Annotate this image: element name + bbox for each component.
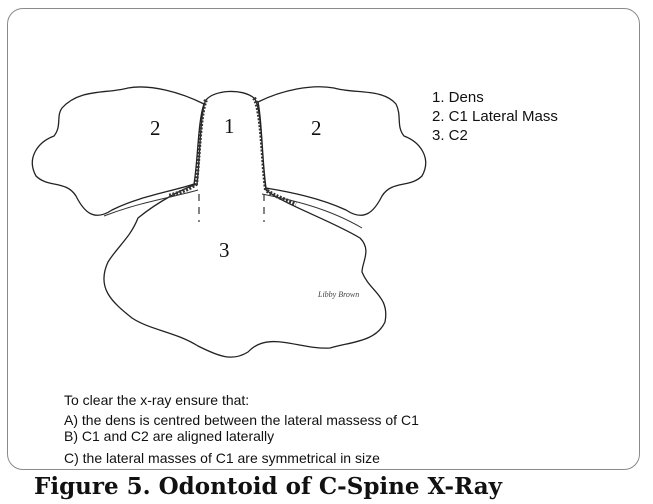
instructions-intro: To clear the x-ray ensure that: (64, 392, 419, 408)
clearance-instructions: To clear the x-ray ensure that: A) the d… (64, 392, 419, 466)
instruction-item-a: A) the dens is centred between the later… (64, 412, 419, 428)
legend-item-c1-lateral-mass: 2. C1 Lateral Mass (432, 107, 558, 126)
legend-item-c2: 3. C2 (432, 126, 558, 145)
label-left-lateral-mass: 2 (150, 116, 161, 140)
instruction-item-b: B) C1 and C2 are aligned laterally (64, 428, 419, 444)
c1-left-lateral-mass-outline (32, 87, 204, 215)
diagram-legend: 1. Dens 2. C1 Lateral Mass 3. C2 (432, 88, 558, 145)
label-dens: 1 (224, 114, 235, 138)
label-right-lateral-mass: 2 (311, 116, 322, 140)
c1-right-lateral-mass-outline (258, 87, 426, 216)
label-c2: 3 (219, 238, 230, 262)
legend-item-dens: 1. Dens (432, 88, 558, 107)
instruction-item-c: C) the lateral masses of C1 are symmetri… (64, 450, 419, 466)
figure-caption: Figure 5. Odontoid of C-Spine X-Ray (34, 473, 502, 500)
artist-signature: Libby Brown (317, 290, 359, 299)
